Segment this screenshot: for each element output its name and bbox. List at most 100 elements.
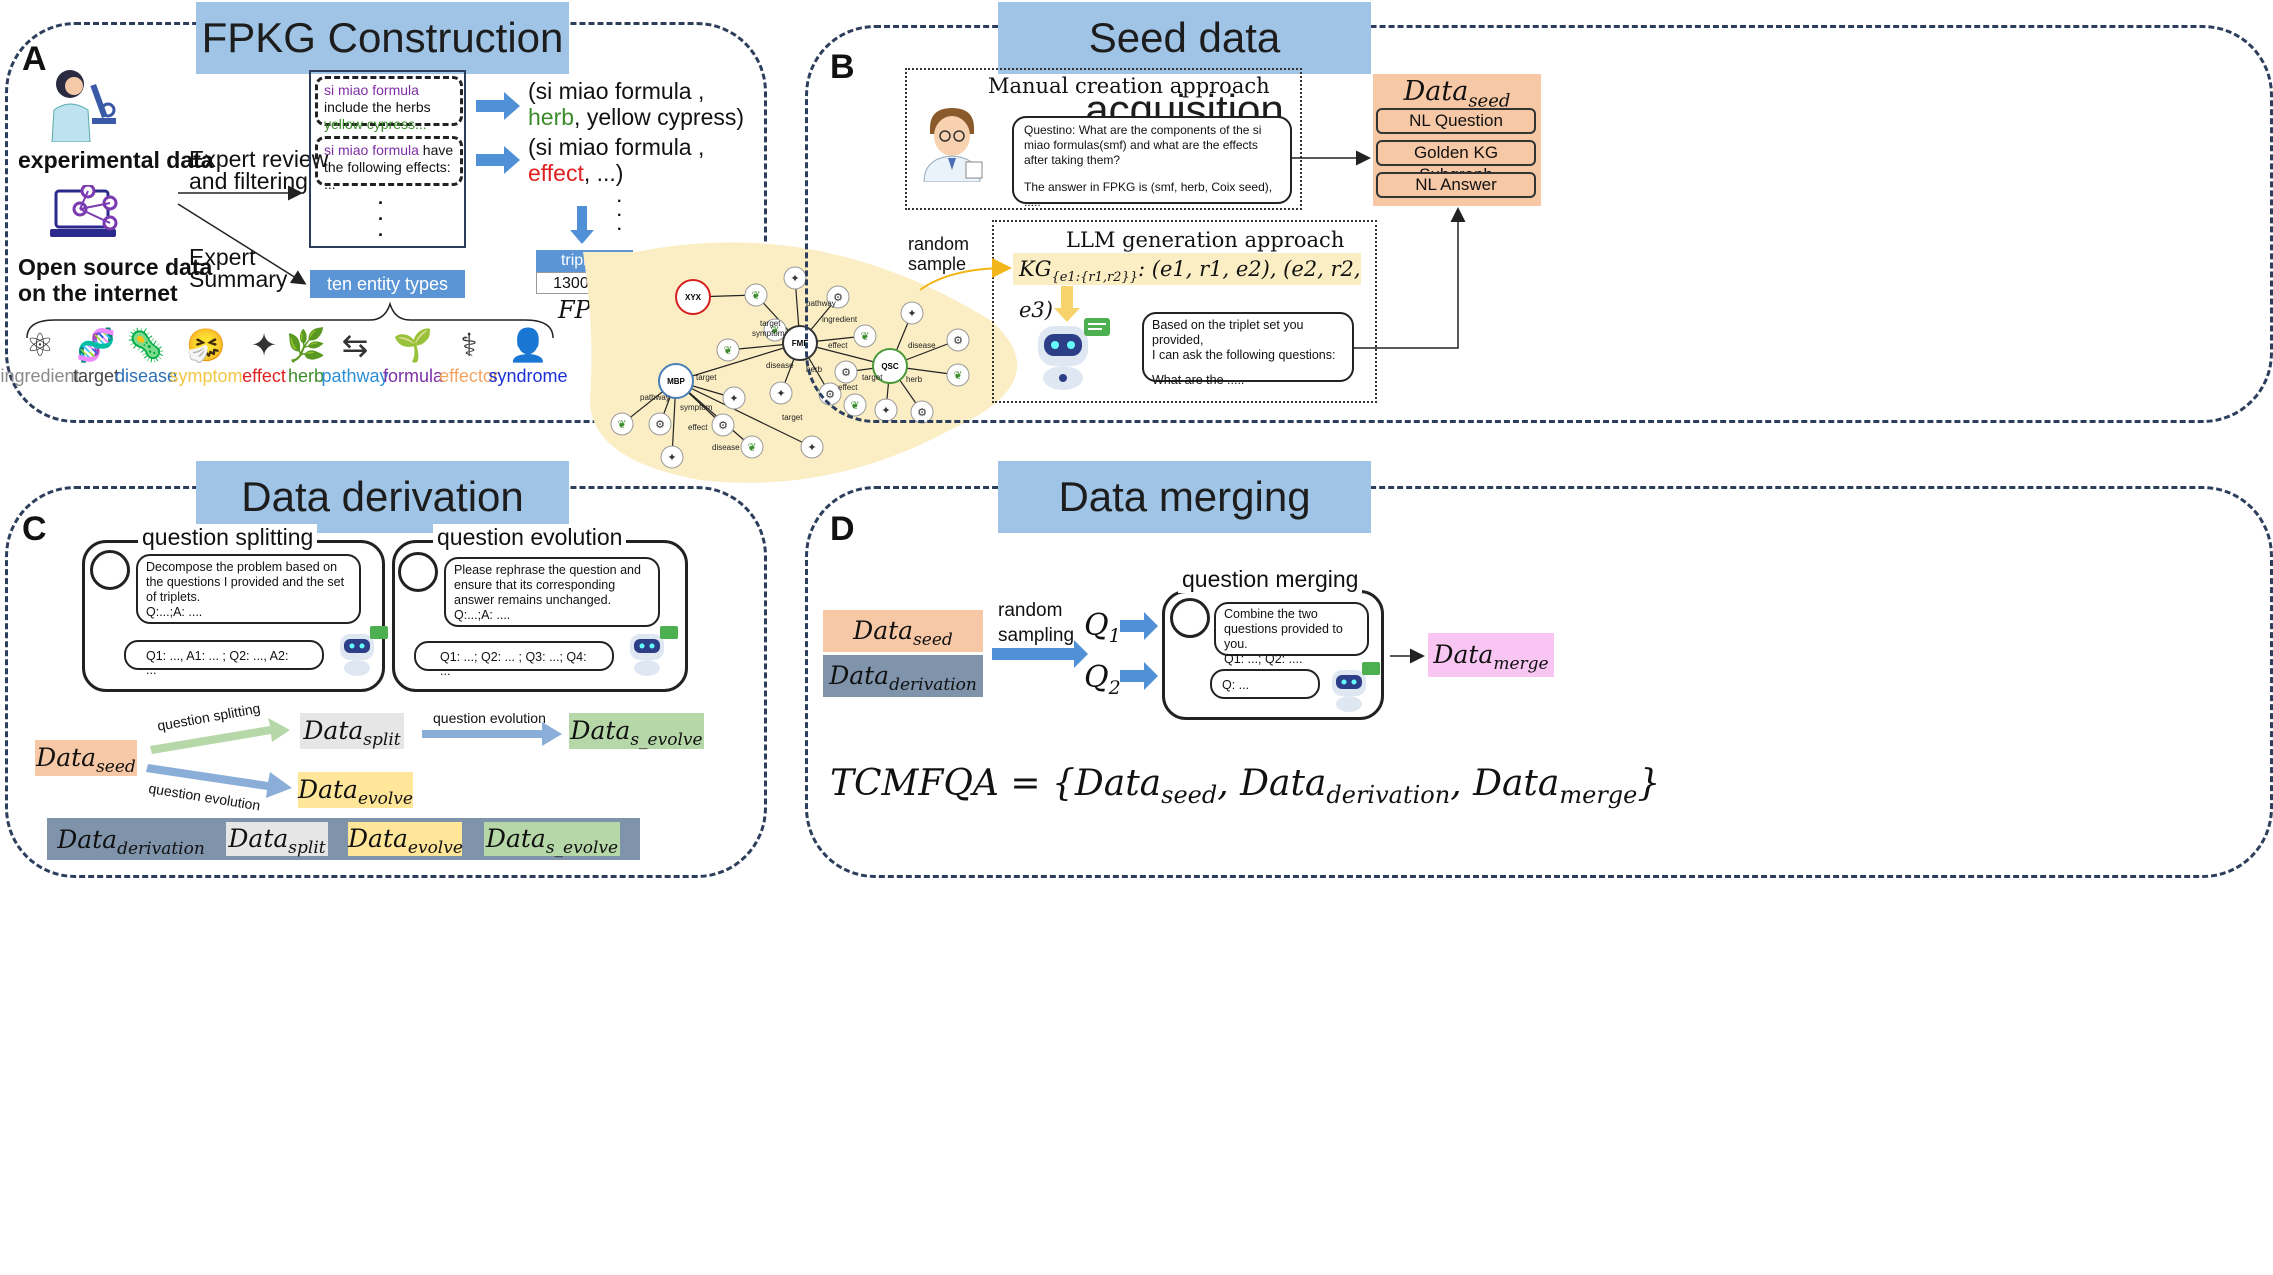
scientist-icon xyxy=(51,70,116,142)
kg-symbol: KG xyxy=(1019,257,1052,281)
box-dots: · · · xyxy=(378,193,384,245)
graph-entity-glyph: ✦ xyxy=(907,308,916,320)
split-user-bubble: Decompose the problem based on the quest… xyxy=(136,554,361,624)
header-data-merging: Data merging xyxy=(998,461,1371,533)
graph-entity-glyph: ⚙ xyxy=(833,292,843,304)
graph-hub-fmf xyxy=(782,325,818,361)
graph-edge-label: disease xyxy=(908,341,936,350)
graph-edge-label: disease xyxy=(766,361,794,370)
small-robot-icon xyxy=(340,626,388,676)
target-entity-icon: 🧬 xyxy=(76,327,116,363)
header-data-derivation: Data derivation xyxy=(196,461,569,533)
random-sample-1: random xyxy=(908,234,970,254)
formula-comma-2: , xyxy=(1450,763,1474,804)
graph-entity-glyph: ⚙ xyxy=(953,335,963,347)
herb-entity-label: herb xyxy=(287,366,325,386)
header-seed-data: Seed data acquisition xyxy=(998,2,1371,133)
graph-edge-label: effect xyxy=(828,341,848,350)
d-data-seed: Dataseed xyxy=(823,610,983,652)
box1-text: include the herbs xyxy=(324,99,431,115)
panel-d-letter: D xyxy=(830,510,855,548)
graph-hub-label: FMF xyxy=(792,339,809,348)
llm-bubble: Based on the triplet set you provided, I… xyxy=(1142,312,1354,387)
split-title: question splitting xyxy=(138,524,318,551)
disease-entity-icon: 🦠 xyxy=(126,327,166,363)
expert-summary-label-2: Summary xyxy=(189,266,288,292)
graph-edge-label: disease xyxy=(712,443,740,452)
manual-approach-box xyxy=(905,68,1302,210)
graph-edge-label: target xyxy=(760,319,781,328)
bar-data-derivation: Dataderivation xyxy=(50,820,212,860)
triple-2-line2: effect, ...) xyxy=(528,160,623,187)
triple-1-herb: herb xyxy=(528,104,575,130)
graph-edge-label: pathway xyxy=(806,299,836,308)
q1-label: Q1 xyxy=(1084,608,1121,647)
graph-entity-node xyxy=(660,445,684,469)
panel-a-letter: A xyxy=(22,40,47,78)
doctor-icon xyxy=(923,108,983,182)
merge-user-bubble: Combine the two questions provided to yo… xyxy=(1214,602,1369,666)
syndrome-entity-label: syndrome xyxy=(488,366,568,386)
ingredient-entity-icon: ⚛ xyxy=(25,327,55,363)
kg-rest: : (e1, r1, e2), (e2, r2, e3) xyxy=(1019,257,1361,323)
formula-entity-icon: 🌱 xyxy=(393,327,433,363)
effect-entity-label: effect xyxy=(242,366,286,386)
triple-dots: · · · xyxy=(617,193,623,238)
graph-entity-glyph: ❦ xyxy=(723,345,732,357)
flow-evolve2-label: question evolution xyxy=(433,710,546,726)
syndrome-entity-icon: 👤 xyxy=(508,327,548,363)
q1-symbol: Q xyxy=(1084,608,1109,643)
down-arrow-triplets xyxy=(570,206,594,244)
panel-b xyxy=(805,25,2273,423)
d-data-derivation: Dataderivation xyxy=(823,655,983,697)
split-user-avatar xyxy=(90,550,130,590)
open-source-label-1: Open source data xyxy=(18,254,213,280)
q2-symbol: Q xyxy=(1084,660,1109,695)
graph-hub-label: XYX xyxy=(685,293,702,302)
small-robot-icon xyxy=(1332,662,1380,712)
graph-entity-node xyxy=(740,435,764,459)
bar-split-sub: split xyxy=(288,838,326,858)
q1-sub: 1 xyxy=(1108,625,1121,647)
graph-edge-label: effect xyxy=(688,423,708,432)
random-sampling-2: sampling xyxy=(998,625,1075,646)
bar-s-evolve-word: Data xyxy=(485,824,546,853)
graph-entity-glyph: ✦ xyxy=(667,452,676,464)
graph-entity-node xyxy=(722,386,746,410)
formula-lhs: TCMFQA = { xyxy=(830,763,1075,804)
graph-entity-glyph: ❦ xyxy=(617,419,626,431)
bar-data-split: Datasplit xyxy=(226,822,328,858)
formula-seed-word: Data xyxy=(1074,763,1162,804)
graph-entity-node xyxy=(853,324,877,348)
panel-d-arrows xyxy=(992,612,1425,690)
llm-bubble-line1: Based on the triplet set you provided, xyxy=(1152,318,1304,347)
bar-derivation-word: Data xyxy=(57,825,118,854)
c-data-s-evolve: Datas_evolve xyxy=(569,713,704,750)
panel-b-arrows xyxy=(919,150,1466,349)
split-user-text: Decompose the problem based on the quest… xyxy=(146,560,345,604)
d-merge-word: Data xyxy=(1433,640,1494,669)
header-fpkg-construction: FPKG Construction xyxy=(196,2,569,74)
graph-entity-glyph: ❦ xyxy=(953,370,962,382)
graph-edge xyxy=(675,342,801,382)
graph-entity-glyph: ⚙ xyxy=(917,407,927,419)
graph-entity-node xyxy=(610,412,634,436)
triple-1-line2: herb, yellow cypress) xyxy=(528,104,744,131)
pathway-entity-icon: ⇆ xyxy=(341,327,369,363)
triple-2-effect: effect xyxy=(528,160,584,186)
seed-item-3: NL Answer xyxy=(1376,172,1536,198)
box2-text: have the following effects: ... xyxy=(324,142,454,192)
formula-close: } xyxy=(1637,763,1661,804)
q2-label: Q2 xyxy=(1084,660,1121,699)
kg-formula-box: KG{e1:{r1,r2}}: (e1, r1, e2), (e2, r2, e… xyxy=(1013,253,1361,322)
ingredient-entity-label: ingredient xyxy=(0,366,80,386)
symptom-entity-icon: 🤧 xyxy=(186,327,226,363)
merge-user-avatar xyxy=(1170,598,1210,638)
bar-split-word: Data xyxy=(228,824,289,853)
tcmfqa-formula: TCMFQA = {Dataseed, Dataderivation, Data… xyxy=(830,763,1660,809)
box2-formula: si miao formula xyxy=(324,142,419,158)
c-s-evolve-word: Data xyxy=(570,716,631,745)
entity-brace xyxy=(26,301,554,339)
manual-answer: The answer in FPKG is (smf, herb, Coix s… xyxy=(1024,180,1273,209)
graph-entity-node xyxy=(946,363,970,387)
